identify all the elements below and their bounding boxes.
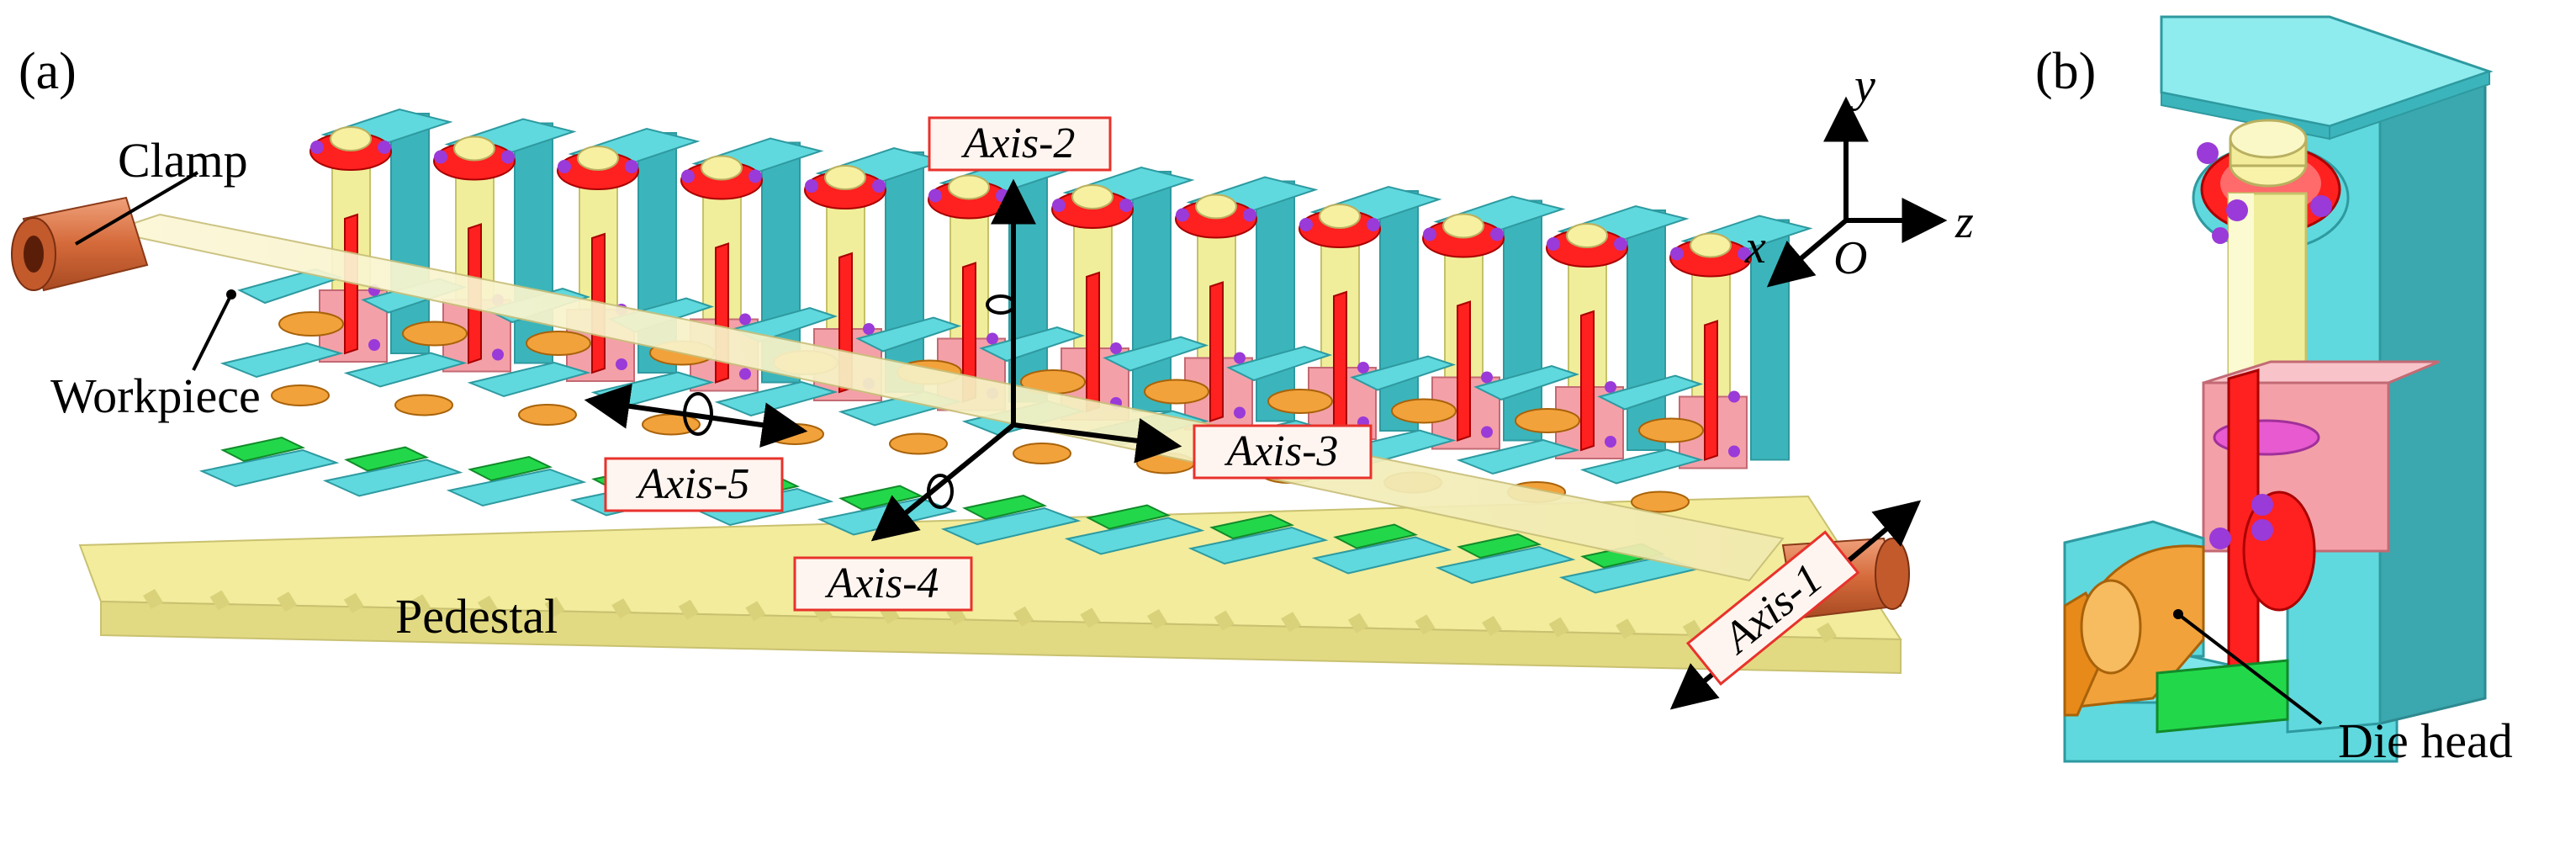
axis-5-tag: Axis-5 — [604, 457, 784, 512]
pedestal-slot — [209, 590, 230, 611]
pedestal-slot — [1281, 612, 1302, 633]
pedestal-slot — [478, 596, 498, 616]
axis-4-tag: Axis-4 — [793, 556, 973, 612]
pedestal-slot — [1147, 609, 1167, 629]
svg-text:x: x — [1744, 221, 1766, 273]
panel-a-label: (a) — [19, 43, 77, 100]
clamp-left — [11, 196, 149, 292]
panel-a: (a) Clamp Workpiece Pedestal Axis-2 — [11, 43, 1974, 710]
svg-text:y: y — [1850, 60, 1875, 112]
svg-text:z: z — [1954, 196, 1974, 248]
svg-text:Axis-4: Axis-4 — [825, 559, 939, 607]
pedestal-slot — [745, 601, 766, 622]
workpiece-label: Workpiece — [50, 368, 261, 423]
pedestal-slot — [1080, 607, 1101, 628]
axis-3-tag: Axis-3 — [1193, 424, 1373, 480]
pedestal-slot — [143, 589, 163, 609]
pedestal-label: Pedestal — [395, 589, 558, 644]
pedestal-slot — [1415, 614, 1436, 635]
pedestal-slot — [343, 592, 364, 613]
pedestal — [78, 495, 1902, 675]
pedestal-slot — [678, 599, 699, 620]
panel-b-label: (b) — [2035, 43, 2096, 100]
die-head-leader — [2177, 612, 2323, 725]
svg-text:Axis-2: Axis-2 — [961, 119, 1076, 167]
panel-b: (b) — [2035, 15, 2513, 768]
pedestal-slot — [611, 598, 632, 619]
pedestal-slot — [1347, 612, 1368, 634]
svg-text:Axis-3: Axis-3 — [1225, 427, 1339, 475]
svg-text:Axis-5: Axis-5 — [636, 460, 750, 508]
die-unit — [1311, 195, 1566, 575]
pedestal-slot — [410, 594, 431, 615]
svg-text:O: O — [1833, 232, 1867, 284]
die-unit — [198, 108, 453, 488]
die-head-label: Die head — [2338, 713, 2513, 768]
pedestal-slot — [1548, 617, 1569, 638]
pedestal-slot — [1013, 606, 1034, 627]
clamp-leader — [74, 171, 199, 246]
pedestal-slot — [1616, 618, 1637, 639]
axis-2-tag: Axis-2 — [928, 116, 1112, 172]
clamp-label: Clamp — [118, 133, 248, 188]
pedestal-slot — [277, 591, 298, 612]
coordinate-system: y z x O — [1744, 60, 1974, 288]
pedestal-slot — [1214, 610, 1235, 631]
pedestal-slot — [544, 596, 565, 618]
workpiece-leader — [192, 294, 233, 371]
pedestal-slot — [1482, 616, 1502, 636]
